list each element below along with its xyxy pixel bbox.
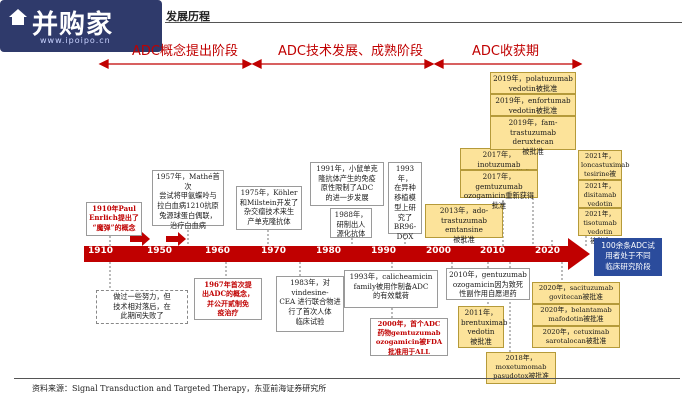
event-2011-brentuximab: 2011年， brentuximab vedotin 被批准 [458,306,508,348]
event-1993-br96-dox: 1993年， 在异种 移植模 型上研 究了 BR96- DOX [388,162,422,241]
event-1993-calicheamicin: 1993年，calicheamicin family被用作制备ADC 的有效载荷 [344,270,438,308]
event-1991-immunogenicity: 1991年，小鼠单克 隆抗体产生的免疫 原性限制了ADC 的进一步发展 [310,162,384,206]
event-1910-magic-bullet: 1910年Paul Enrlich提出了 “魔弹”的概念 [86,202,142,236]
event-2018-moxetumomab: 2018年， moxetumomab pasudotox被批准 [486,352,556,384]
event-2000-first-approval: 2000年，首个ADC 药物gemtuzumab ozogamicin被FDA … [370,318,448,356]
year-2010: 2010 [480,246,506,256]
event-2020-sacituzumab: 2020年，sacituzumab govitecan被批准 [532,282,620,304]
source-note: 资料来源：Signal Transduction and Targeted Th… [32,384,327,393]
year-1970: 1970 [261,246,287,256]
event-2017-gemtuzumab: 2017年，gemtuzumab ozogamicin重新获得 批准 [460,170,538,210]
event-2019-enfortumab: 2019年，enfortumab vedotin被批准 [490,94,576,116]
year-2000: 2000 [426,246,452,256]
year-1910: 1910 [88,246,114,256]
logo-url: www.ipoipo.cn [40,36,111,45]
event-2019-fam-trastuzumab: 2019年，fam- trastuzumab deruxtecan 被批准 [490,116,576,156]
phase-harvest-label: ADC收获期 [472,44,539,59]
page-title: 发展历程 [166,10,210,23]
house-icon [9,9,27,25]
event-2021-tisotumab: 2021年， tisotumab vedotin 被批准 [578,208,622,245]
event-2019-polatuzumab: 2019年，polatuzumab vedotin被批准 [490,72,576,94]
logo-wordmark: 并购家 [32,10,114,40]
event-1967-adc-concept: 1967年首次提 出ADC的概念， 并公开贰制免 疫治疗 [194,278,262,320]
title-divider [165,22,682,23]
event-1988-humanized: 1988年， 研制出人 源化抗体 [330,208,372,238]
event-2010-withdrawal: 2010年，gentuzumab ozogamicin因为致死 性副作用自愿退药 [446,268,530,300]
event-1975-hybridoma: 1975年，Köhler 和Milstein开发了 杂交瘤技术来生 产单克隆抗体 [236,186,302,230]
event-2021-disitamab: 2021年， disitamab vedotin 被批准 [578,180,622,217]
source-divider [14,378,680,379]
ipoipo-logo: 并购家 www.ipoipo.cn [0,0,162,52]
event-2020-cetuximab: 2020年，cetuximab sarotalocan被批准 [532,326,620,348]
year-1980: 1980 [316,246,342,256]
clinical-stage-note: 100余条ADC试 用者处于不同 临床研究阶段 [594,238,662,276]
event-2021-loncastuximab: 2021年， loncastuximab tesirine被批准 [578,150,629,187]
event-1983-vindesine-cea: 1983年，对 vindesine- CEA 进行联合物进 行了首次人体 临床试… [276,276,344,332]
year-1990: 1990 [371,246,397,256]
phase-development-label: ADC技术发展、成熟阶段 [278,44,423,59]
event-2020-belantamab: 2020年，belantamab mafodotin被批准 [532,304,620,326]
year-1960: 1960 [205,246,231,256]
event-1957-mathe: 1957年，Mathé首次 尝试将甲氨蝶呤与 拉白血病1210抗原 兔源球蛋白偶… [152,170,224,230]
year-2020: 2020 [535,246,561,256]
event-early-efforts: 做过一些努力，但 技术相对落后，在 此期间失败了 [96,290,188,324]
phase-concept-label: ADC概念提出阶段 [132,44,238,59]
year-1950: 1950 [147,246,173,256]
event-2013-trastuzumab-emtansine: 2013年，ado- trastuzumab emtansine 被批准 [425,204,503,244]
